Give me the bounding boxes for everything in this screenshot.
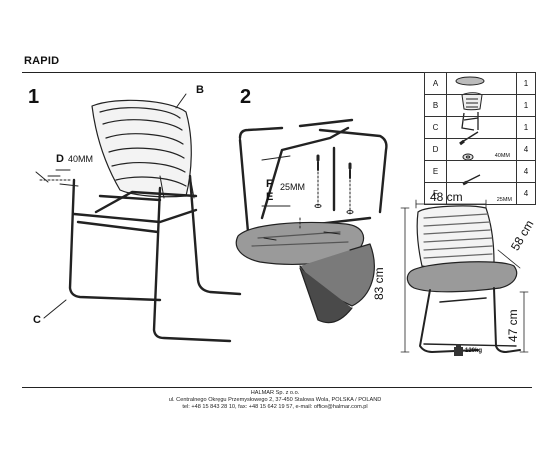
step-1-bolts-illustration — [35, 93, 195, 319]
part-letter: F — [424, 182, 447, 205]
dimension-height: 83 cm — [372, 267, 386, 300]
part-size: 40MM — [494, 153, 510, 159]
weight-icon — [454, 344, 463, 356]
max-load-unit: kg — [475, 348, 483, 354]
part-size: 25MM — [496, 197, 512, 203]
step-1-label-d-size: 40MM — [68, 154, 94, 164]
part-letter: A — [424, 72, 447, 95]
part-qty: 1 — [516, 94, 536, 117]
parts-table: A 1 B 1 C 1 D 40MM 4 E 4 F 25MM 4 — [424, 72, 536, 205]
footer-company: HALMAR Sp. z o.o. — [250, 390, 300, 396]
parts-row-b: B 1 — [424, 94, 536, 117]
step-2-label-f-size: 25MM — [280, 182, 306, 192]
step-2-seat-illustration — [235, 221, 375, 324]
footer-divider — [22, 387, 532, 388]
max-load: 120kg — [465, 348, 482, 354]
part-qty: 1 — [516, 72, 536, 95]
footer-address: ul. Centralnego Okręgu Przemysłowego 2, … — [168, 397, 382, 403]
step-2-screws-illustration — [261, 154, 354, 241]
part-letter: D — [424, 138, 447, 161]
part-picture — [446, 94, 517, 117]
step-1-label-c: C — [33, 314, 41, 326]
footer: HALMAR Sp. z o.o. ul. Centralnego Okręgu… — [0, 390, 550, 411]
step-1-label-d: D — [56, 153, 64, 165]
part-qty: 4 — [516, 160, 536, 183]
dimension-chair-illustration — [406, 205, 521, 353]
max-load-value: 120 — [465, 348, 476, 354]
step-1-backrest-illustration — [91, 99, 192, 198]
parts-row-e: E 4 — [424, 160, 536, 183]
footer-contact: tel: +48 15 843 28 10, fax: +48 15 642 1… — [182, 404, 368, 410]
step-2-frame-illustration — [238, 118, 388, 234]
dimension-seat-height: 47 cm — [506, 309, 520, 342]
part-picture — [446, 72, 517, 95]
part-letter: B — [424, 94, 447, 117]
part-letter: C — [424, 116, 447, 139]
part-letter: E — [424, 160, 447, 183]
step-1-frame-illustration — [68, 174, 242, 343]
document-title: RAPID — [24, 55, 60, 67]
parts-row-a: A 1 — [424, 72, 536, 95]
step-1-number: 1 — [28, 86, 40, 108]
parts-row-f: F 25MM 4 — [424, 182, 536, 205]
part-picture: 25MM — [446, 182, 517, 205]
part-picture: 40MM — [446, 138, 517, 161]
part-qty: 4 — [516, 138, 536, 161]
part-picture — [446, 160, 517, 183]
dimension-width: 48 cm — [430, 190, 463, 204]
part-qty: 1 — [516, 116, 536, 139]
step-1-label-b: B — [196, 84, 204, 96]
parts-row-c: C 1 — [424, 116, 536, 139]
step-2-label-f: F — [266, 178, 273, 190]
step-2-label-e: E — [266, 191, 274, 203]
part-picture — [446, 116, 517, 139]
part-qty: 4 — [516, 182, 536, 205]
step-2-number: 2 — [240, 86, 252, 108]
parts-row-d: D 40MM 4 — [424, 138, 536, 161]
header-divider — [22, 72, 532, 73]
